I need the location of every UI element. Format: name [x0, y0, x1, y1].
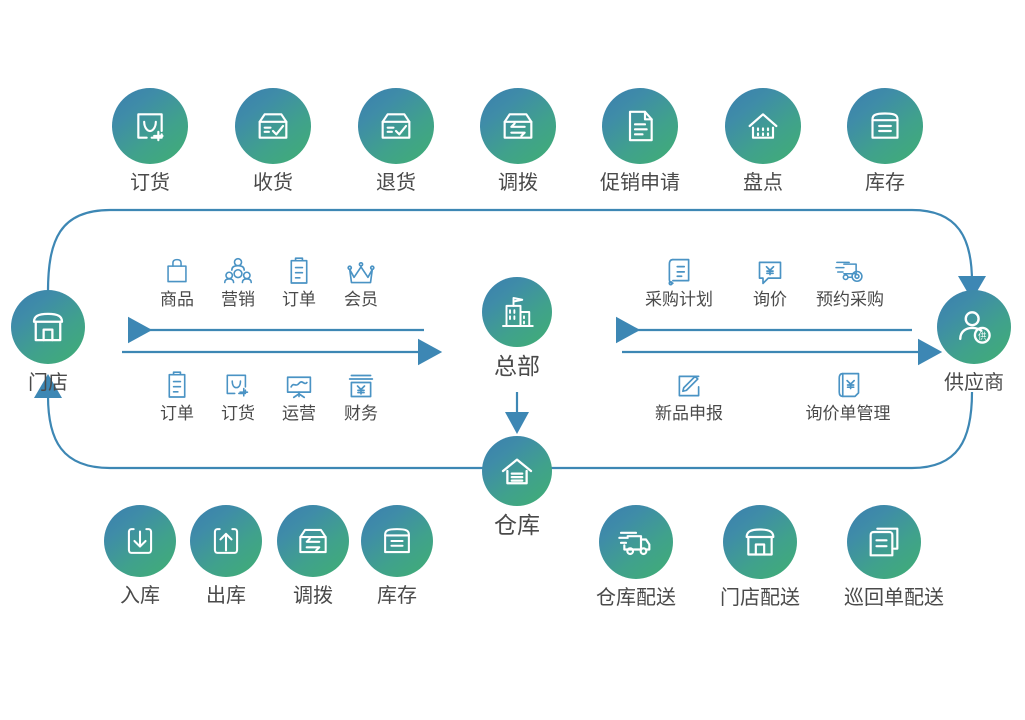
top-item-5[interactable]: 盘点	[723, 88, 803, 195]
top-item-label: 促销申请	[600, 172, 680, 194]
purchase-plan-icon	[624, 252, 734, 286]
top-item-label: 盘点	[743, 172, 783, 194]
left-to-store-item-1[interactable]: 营销	[198, 252, 278, 311]
left-to-store-item-3[interactable]: 会员	[321, 252, 401, 311]
top-item-3[interactable]: 调拨	[478, 88, 558, 195]
left-to-hq-item-label: 财务	[344, 404, 378, 423]
bottom-left-item-label: 调拨	[293, 585, 333, 607]
top-item-label: 调拨	[498, 172, 538, 194]
right-to-hq-item-0[interactable]: 采购计划	[624, 252, 734, 311]
presentation-chart-icon	[259, 366, 339, 400]
left-to-hq-item-3[interactable]: 财务	[321, 366, 401, 425]
bottom-left-item-label: 入库	[120, 585, 160, 607]
bottom-right-item-label: 巡回单配送	[844, 587, 944, 609]
crown-member-icon	[321, 252, 401, 286]
right-to-hq-item-label: 采购计划	[645, 290, 713, 309]
node-supplier[interactable]: 供 供应商	[934, 290, 1014, 395]
storefront-icon	[723, 505, 797, 579]
right-to-supplier-item-label: 询价单管理	[805, 404, 891, 423]
store-node-icon	[11, 290, 85, 364]
box-check-return-icon	[358, 88, 434, 164]
bottom-left-item-label: 库存	[377, 585, 417, 607]
hq-node-label: 总部	[494, 353, 540, 379]
bottom-right-item-label: 门店配送	[720, 587, 800, 609]
clipboard-order-icon	[259, 252, 339, 286]
left-to-hq-item-label: 运营	[282, 404, 316, 423]
store-node-label: 门店	[28, 372, 68, 394]
top-item-6[interactable]: 库存	[845, 88, 925, 195]
node-warehouse[interactable]: 仓库	[477, 436, 557, 537]
left-to-store-item-0[interactable]: 商品	[137, 252, 217, 311]
bag-plus-icon	[198, 366, 278, 400]
marketing-people-icon	[198, 252, 278, 286]
hq-to-warehouse-arrow	[505, 392, 529, 434]
hq-node-icon	[482, 277, 552, 347]
scheduled-purchase-icon	[795, 252, 905, 286]
box-check-icon	[235, 88, 311, 164]
warehouse-count-icon	[725, 88, 801, 164]
arrow-down-in-icon	[104, 505, 176, 577]
left-to-hq-item-2[interactable]: 运营	[259, 366, 339, 425]
bottom-left-item-3[interactable]: 库存	[357, 505, 437, 608]
bag-plus-icon	[112, 88, 188, 164]
supplier-node-icon: 供	[937, 290, 1011, 364]
bottom-right-item-1[interactable]: 门店配送	[720, 505, 800, 610]
finance-yen-icon	[321, 366, 401, 400]
price-inquiry-icon	[730, 252, 810, 286]
clipboard-order-icon	[137, 366, 217, 400]
right-to-hq-item-label: 预约采购	[816, 290, 884, 309]
bottom-right-item-label: 仓库配送	[596, 587, 676, 609]
bottom-left-item-label: 出库	[206, 585, 246, 607]
top-item-label: 收货	[253, 172, 293, 194]
left-to-store-item-label: 商品	[160, 290, 194, 309]
node-hq[interactable]: 总部	[477, 277, 557, 378]
right-to-hq-item-2[interactable]: 预约采购	[795, 252, 905, 311]
top-item-label: 退货	[376, 172, 416, 194]
top-item-label: 订货	[130, 172, 170, 194]
inquiry-sheet-icon	[793, 366, 903, 400]
left-to-hq-item-label: 订单	[160, 404, 194, 423]
warehouse-node-icon	[482, 436, 552, 506]
document-lines-icon	[602, 88, 678, 164]
bottom-right-item-0[interactable]: 仓库配送	[596, 505, 676, 610]
arrow-up-out-icon	[190, 505, 262, 577]
document-stack-icon	[847, 505, 921, 579]
bottom-left-item-1[interactable]: 出库	[186, 505, 266, 608]
delivery-truck-icon	[599, 505, 673, 579]
right-to-hq-item-1[interactable]: 询价	[730, 252, 810, 311]
shopping-bag-icon	[137, 252, 217, 286]
right-to-supplier-item-1[interactable]: 询价单管理	[793, 366, 903, 425]
left-to-store-item-2[interactable]: 订单	[259, 252, 339, 311]
top-item-label: 库存	[865, 172, 905, 194]
right-to-supplier-item-0[interactable]: 新品申报	[634, 366, 744, 425]
top-item-1[interactable]: 收货	[233, 88, 313, 195]
right-to-hq-item-label: 询价	[753, 290, 787, 309]
left-to-store-item-label: 会员	[344, 290, 378, 309]
bottom-left-item-0[interactable]: 入库	[100, 505, 180, 608]
bottom-left-item-2[interactable]: 调拨	[273, 505, 353, 608]
left-to-hq-item-label: 订货	[221, 404, 255, 423]
supplier-node-label: 供应商	[944, 372, 1004, 394]
new-product-edit-icon	[634, 366, 744, 400]
warehouse-node-label: 仓库	[494, 512, 540, 538]
right-to-supplier-item-label: 新品申报	[655, 404, 723, 423]
box-transfer-icon	[480, 88, 556, 164]
bottom-right-item-2[interactable]: 巡回单配送	[844, 505, 944, 610]
top-item-0[interactable]: 订货	[110, 88, 190, 195]
left-to-store-item-label: 营销	[221, 290, 255, 309]
inventory-box-icon	[361, 505, 433, 577]
left-to-hq-item-1[interactable]: 订货	[198, 366, 278, 425]
inventory-box-icon	[847, 88, 923, 164]
supplier-badge-text: 供	[978, 331, 986, 341]
left-to-hq-item-0[interactable]: 订单	[137, 366, 217, 425]
box-transfer-icon	[277, 505, 349, 577]
top-item-4[interactable]: 促销申请	[600, 88, 680, 195]
node-store[interactable]: 门店	[8, 290, 88, 395]
left-to-store-item-label: 订单	[282, 290, 316, 309]
top-item-2[interactable]: 退货	[356, 88, 436, 195]
